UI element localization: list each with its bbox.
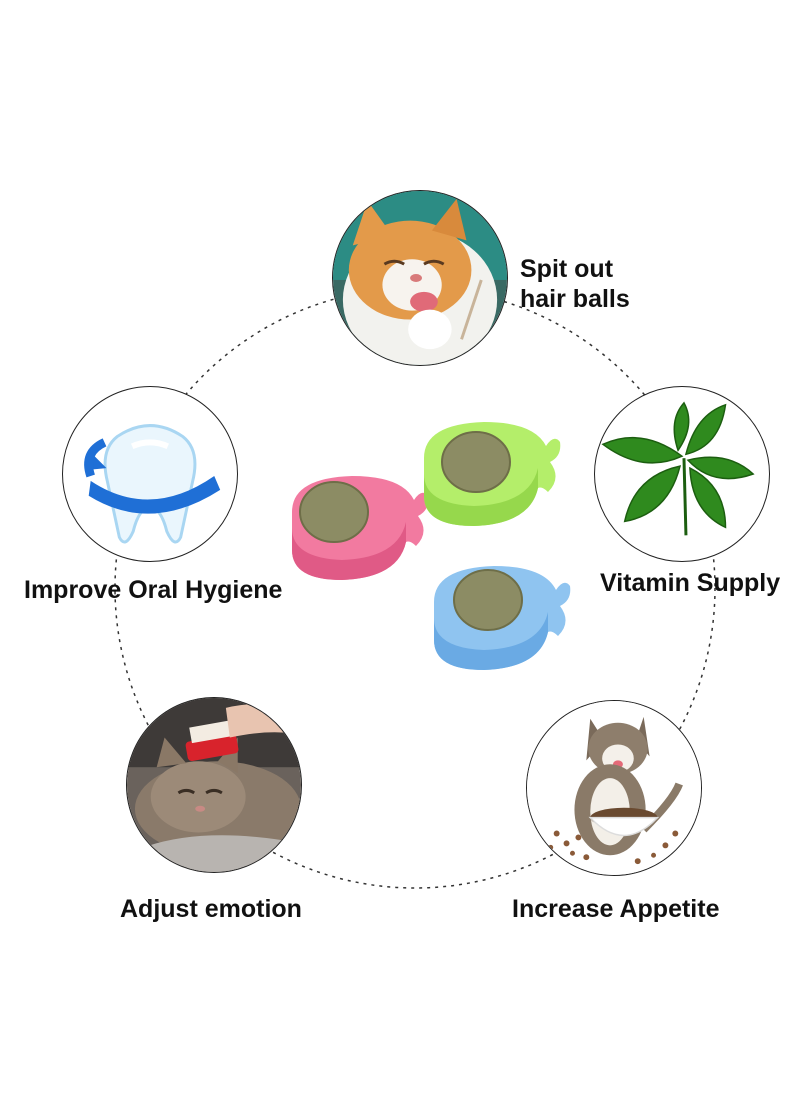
vitamin-label: Vitamin Supply <box>600 569 781 597</box>
emotion-label: Adjust emotion <box>120 895 302 923</box>
oral-label: Improve Oral Hygiene <box>24 576 283 604</box>
blue-catnip-ball <box>434 566 571 670</box>
pink-catnip-ball <box>292 476 429 580</box>
hairballs-photo <box>332 190 508 366</box>
green-catnip-ball <box>424 422 561 526</box>
appetite-photo <box>526 700 702 876</box>
hairballs-line1: Spit out <box>520 255 614 283</box>
tooth-icon <box>62 386 238 562</box>
appetite-label: Increase Appetite <box>512 895 720 923</box>
hairballs-line2: hair balls <box>520 285 630 313</box>
emotion-photo <box>126 697 302 873</box>
mint-leaves-icon <box>594 386 770 562</box>
hairballs-label: Spit out hair balls <box>520 254 630 314</box>
